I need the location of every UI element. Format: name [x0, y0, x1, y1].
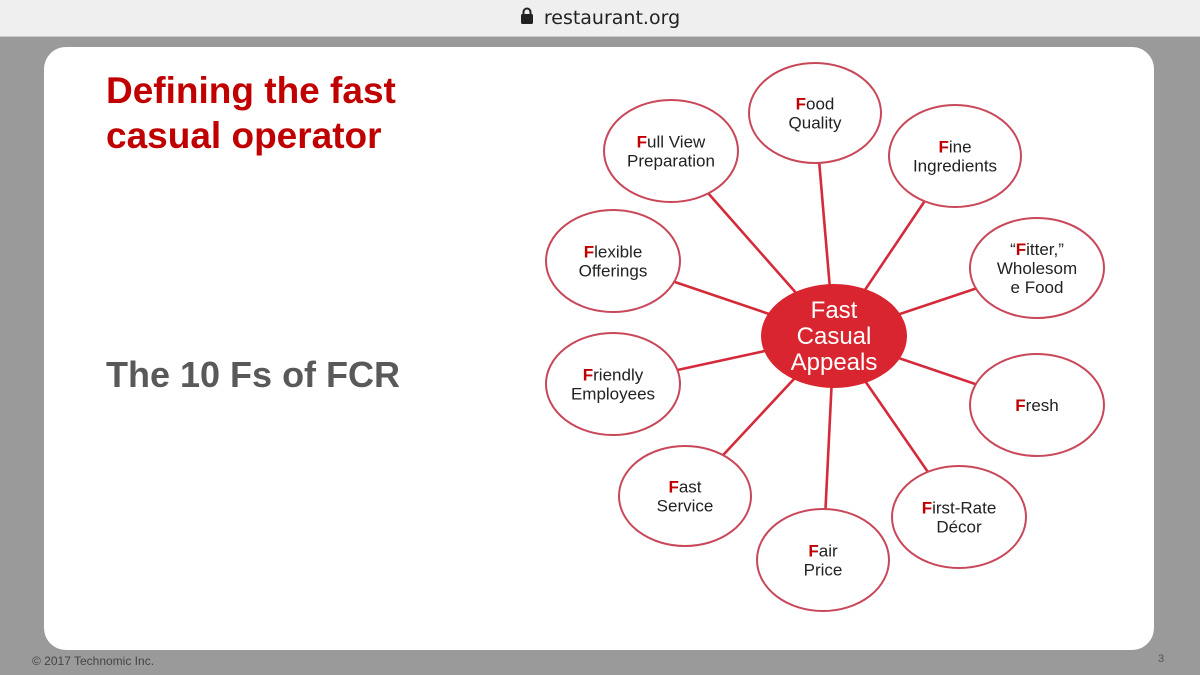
- node-ellipse: [603, 99, 739, 203]
- node-ellipse: [756, 508, 890, 612]
- node-label-line: Offerings: [579, 262, 648, 281]
- hub-label-line: Fast: [811, 297, 858, 324]
- node-ellipse: [618, 445, 752, 547]
- node-label-line: Employees: [571, 385, 655, 404]
- node-ellipse: [888, 104, 1022, 208]
- lock-icon: [520, 7, 534, 29]
- node-label-line: Quality: [789, 114, 842, 133]
- node-ellipse: [545, 332, 681, 436]
- slide-subtitle: The 10 Fs of FCR: [106, 354, 401, 395]
- hub-label-line: Appeals: [791, 349, 878, 376]
- node-label-line: Friendly: [583, 366, 644, 385]
- copyright-footer: © 2017 Technomic Inc.: [32, 654, 155, 668]
- node-ellipse: [969, 353, 1105, 457]
- node-label-line: Full View: [637, 133, 706, 152]
- node-label-line: Food: [796, 95, 835, 114]
- page-number: 3: [1158, 653, 1165, 665]
- node-label-line: First-Rate: [922, 499, 997, 518]
- node-label-line: Service: [657, 497, 714, 516]
- hub-ellipse: [761, 284, 907, 388]
- node-label-line: Ingredients: [913, 157, 997, 176]
- node-ellipse: [545, 209, 681, 313]
- node-ellipse: [748, 62, 882, 164]
- node-label-line: Fine: [938, 138, 971, 157]
- node-label-line: Price: [804, 561, 843, 580]
- node-label-line: Fast: [668, 478, 701, 497]
- node-label-line: e Food: [1011, 278, 1064, 297]
- url-text: restaurant.org: [543, 7, 681, 29]
- node-label-line: “Fitter,”: [1010, 240, 1064, 259]
- browser-address-bar[interactable]: restaurant.org: [0, 0, 1200, 37]
- node-label-line: Flexible: [584, 243, 643, 262]
- node-label-line: Fresh: [1015, 396, 1058, 415]
- node-label-line: Preparation: [627, 152, 715, 171]
- node-ellipse: [969, 217, 1105, 319]
- node-label-line: Wholesom: [997, 259, 1077, 278]
- node-label-line: Décor: [936, 518, 982, 537]
- hub-label-line: Casual: [797, 323, 872, 350]
- slide-title: Defining the fast casual operator: [106, 70, 396, 156]
- node-label-line: Fair: [808, 542, 838, 561]
- node-ellipse: [891, 465, 1027, 569]
- node-fresh: Fresh: [969, 353, 1105, 457]
